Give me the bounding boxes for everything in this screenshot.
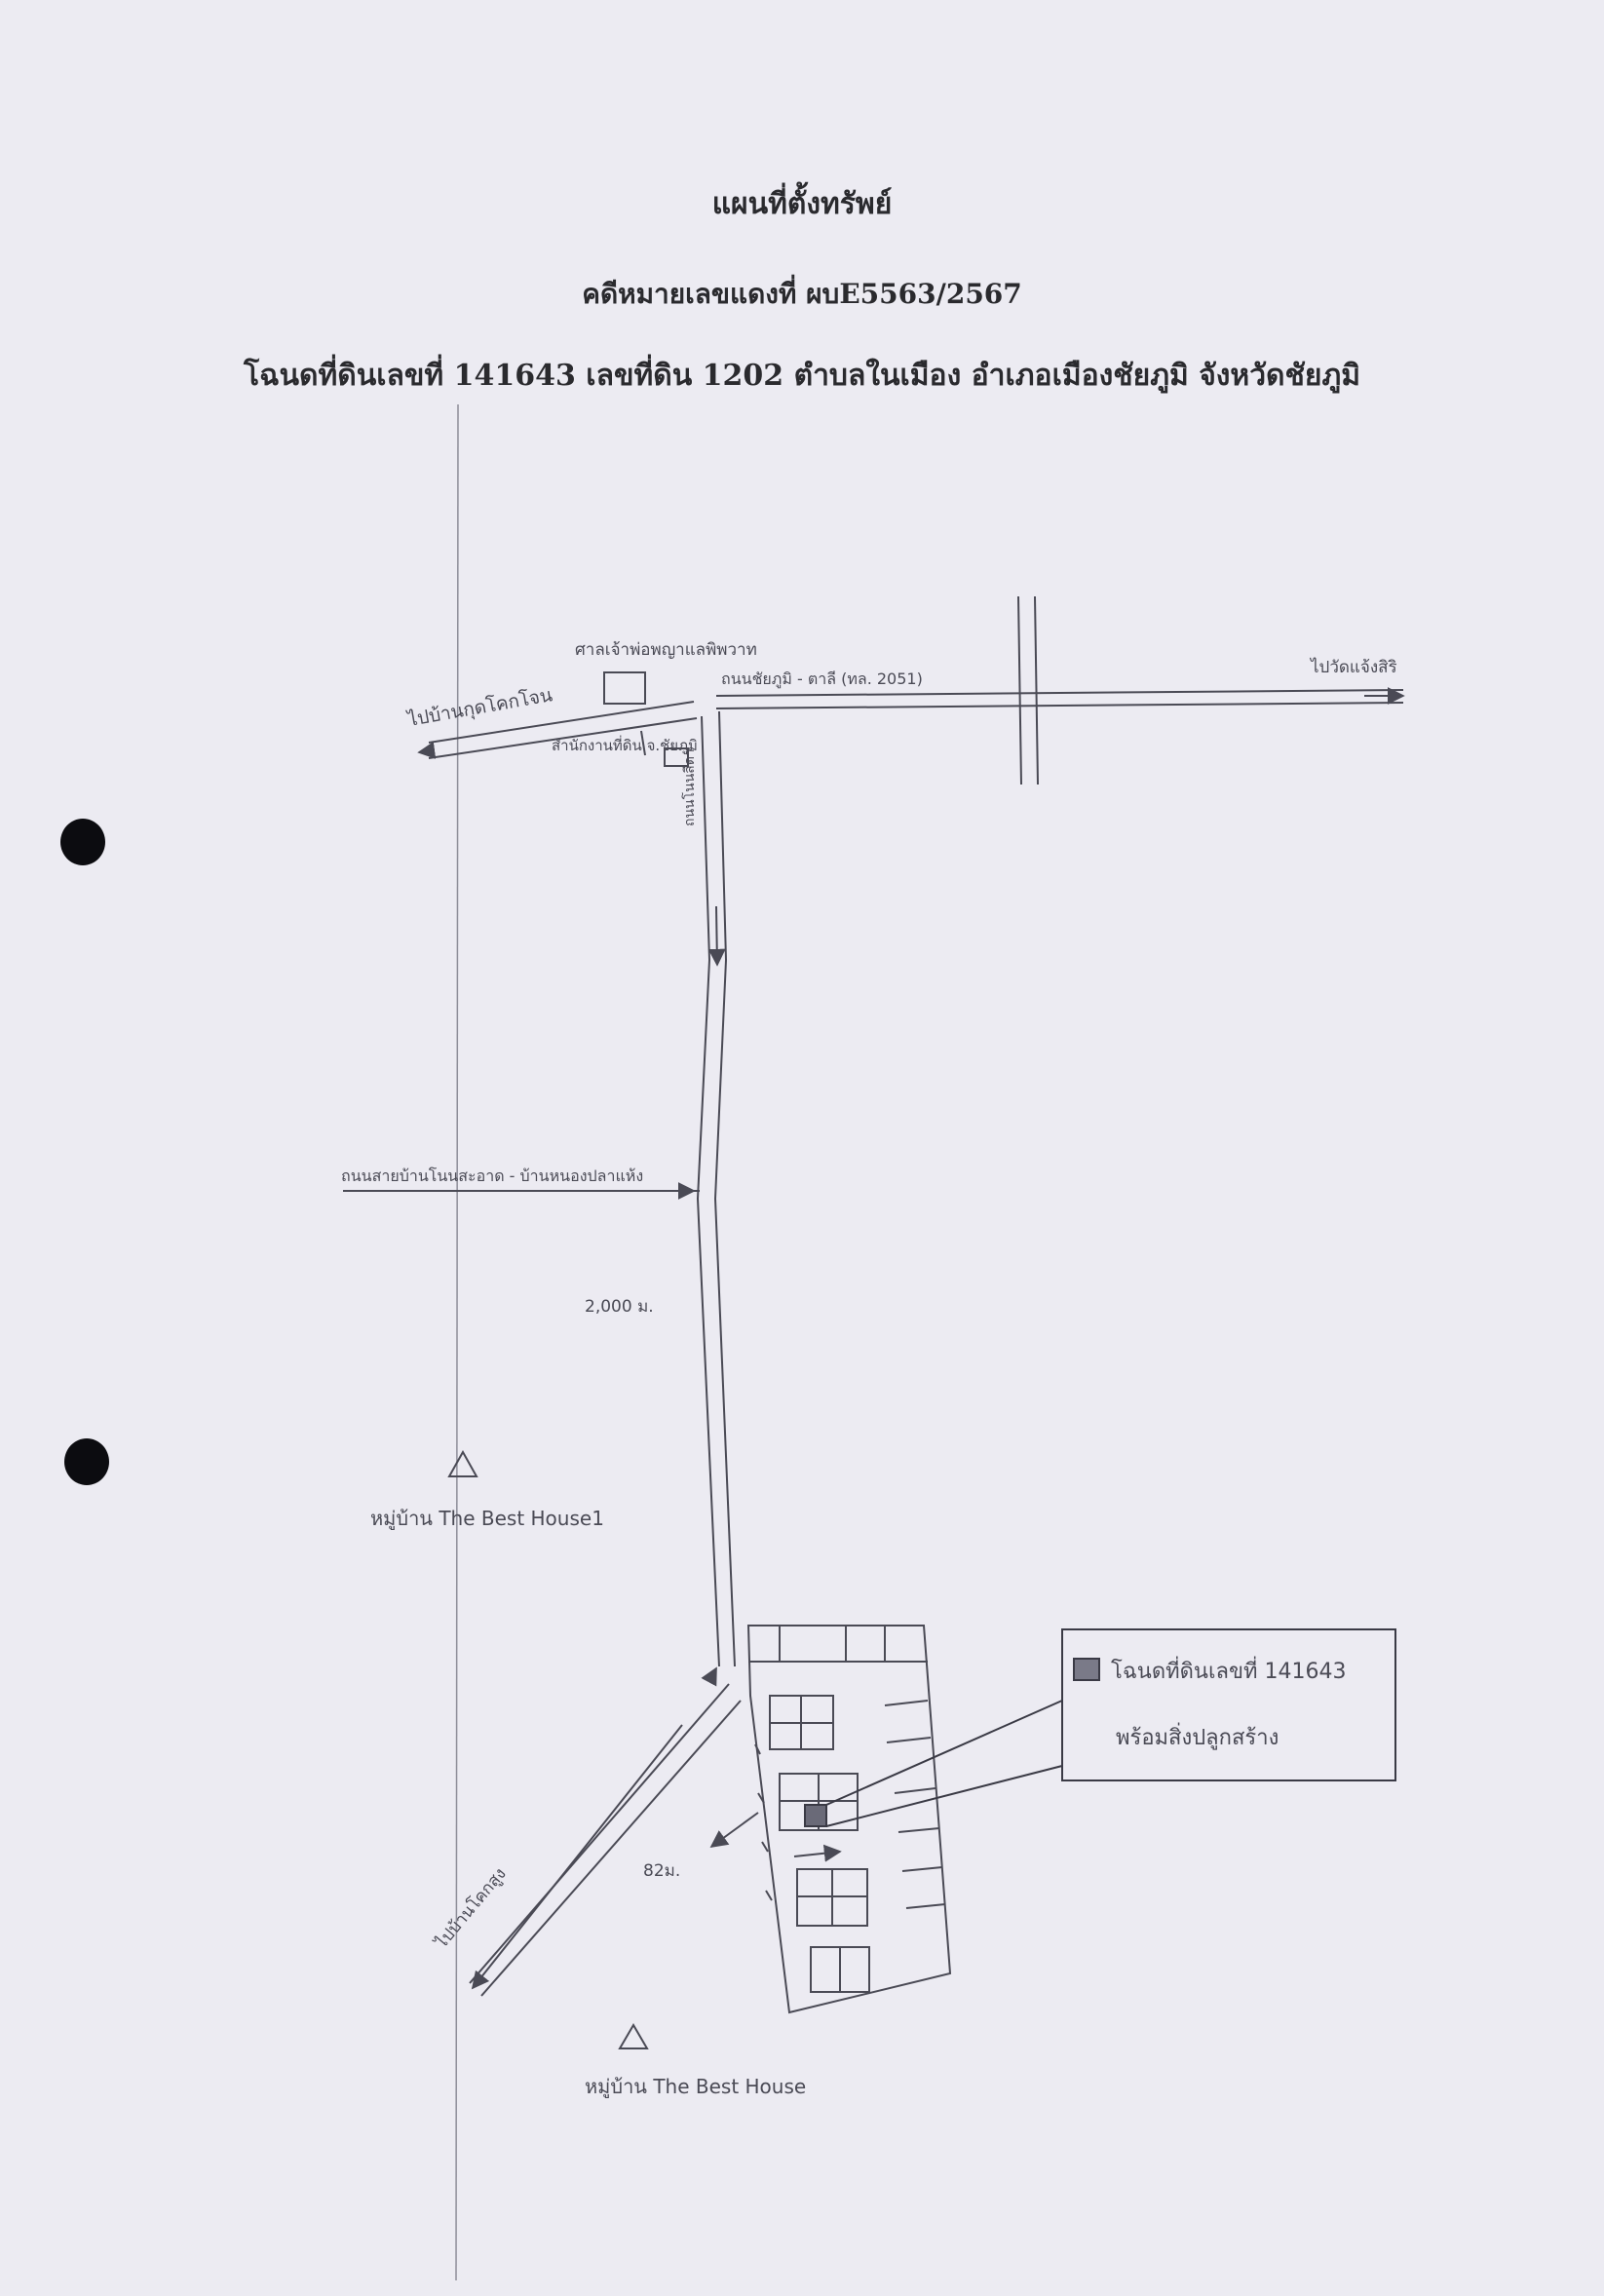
legend-building-label: พร้อมสิ่งปลูกสร้าง <box>1116 1722 1279 1750</box>
village-1-marker <box>447 1449 478 1477</box>
housing-estate <box>709 1625 952 2014</box>
access-road <box>696 710 736 1667</box>
label-shrine: ศาลเจ้าพ่อพญาแลพิพวาท <box>575 640 757 660</box>
legend-box <box>1061 1628 1396 1781</box>
label-to-east: ไปวัดแจ้งสิริ <box>1309 657 1397 677</box>
punch-hole <box>64 1438 109 1485</box>
label-village-2: หมู่บ้าน The Best House <box>585 2075 806 2099</box>
land-office-marker <box>640 730 689 767</box>
subject-plot <box>804 1700 1063 1827</box>
village-2-marker <box>618 2023 649 2049</box>
deed-description: โฉนดที่ดินเลขที่ 141643 เลขที่ดิน 1202 ต… <box>243 359 1361 393</box>
label-to-west: ไปบ้านกุดโคกโจน <box>404 683 554 732</box>
label-side-road: ถนนโนนสีดา <box>681 748 698 826</box>
main-road <box>417 687 1405 759</box>
label-village-1: หมู่บ้าน The Best House1 <box>370 1507 604 1531</box>
case-number: คดีหมายเลขแดงที่ ผบE5563/2567 <box>582 278 1022 310</box>
label-distance-short: 82ม. <box>643 1861 680 1881</box>
label-main-road: ถนนชัยภูมิ - ตาลี (ทล. 2051) <box>721 670 923 689</box>
margin-line <box>455 403 459 2281</box>
legend-deed-label: โฉนดที่ดินเลขที่ 141643 <box>1111 1656 1346 1684</box>
north-south-road <box>1017 595 1039 785</box>
map-title: แผนที่ตั้งทรัพย์ <box>711 187 893 221</box>
label-distance-main: 2,000 ม. <box>585 1297 654 1317</box>
punch-hole <box>60 819 105 865</box>
label-cross-road: ถนนสายบ้านโนนสะอาด - บ้านหนองปลาแห้ง <box>341 1167 643 1185</box>
label-land-office: สำนักงานที่ดิน จ.ชัยภูมิ <box>552 735 698 754</box>
shrine-marker <box>603 671 646 705</box>
label-to-southwest: ไปบ้านโคกสูง <box>430 1864 510 1954</box>
southwest-road <box>469 1666 742 1997</box>
